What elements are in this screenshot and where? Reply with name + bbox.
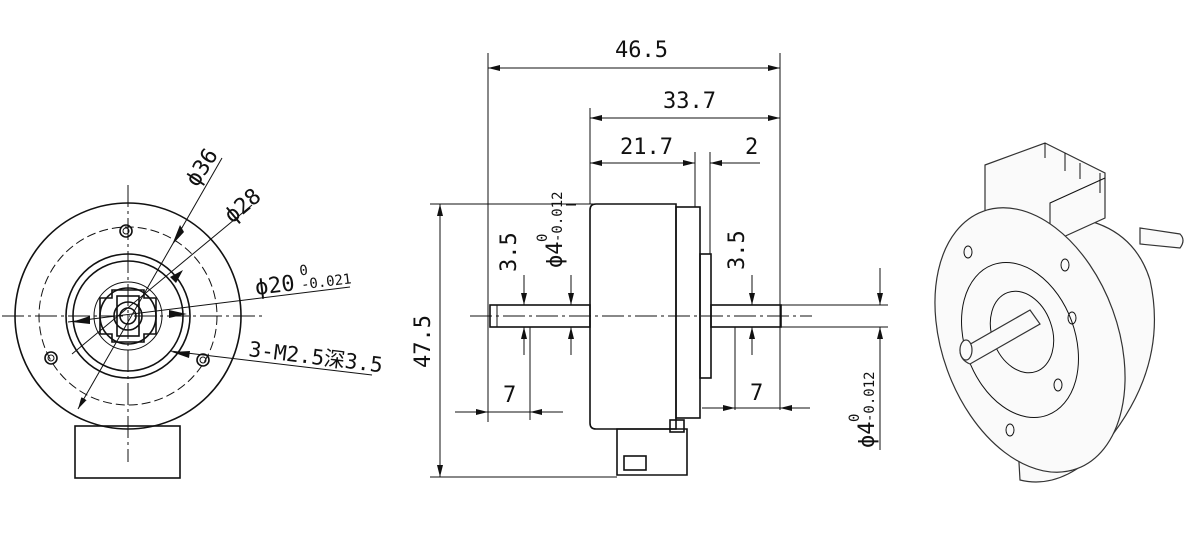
dim-front-phi20: ϕ20	[254, 271, 297, 301]
iso-hole-3	[1005, 423, 1015, 437]
isometric-view	[934, 142, 1184, 483]
side-view: 46.5 33.7 21.7 2 47.5 3.5 3.5 7 7 ϕ4 0 -…	[411, 38, 888, 478]
dim-shaft-dia-2-upper: 0	[847, 414, 863, 422]
iso-front-face	[934, 207, 1126, 473]
dim-overall-length: 46.5	[615, 38, 668, 63]
dim-shaft-offset-left: 3.5	[497, 232, 522, 272]
bolt-circle	[38, 226, 218, 406]
outer-housing-circle	[14, 202, 242, 430]
dim-height: 47.5	[411, 315, 436, 368]
thread-hole-left	[44, 351, 58, 365]
dim-flange-thk: 2	[745, 135, 758, 160]
iso-hole-1	[963, 245, 973, 259]
side-connector	[616, 428, 688, 476]
dim-shaft-dia-upper: 0	[535, 234, 551, 242]
dim-shaft-dia-lower: -0.012	[550, 191, 566, 242]
front-view: ϕ36 ϕ28 ϕ20 0 -0.021 3-M2.5深3.5	[2, 144, 384, 479]
dim-body-part: 21.7	[620, 135, 673, 160]
dim-shaft-dia-2-lower: -0.012	[862, 371, 878, 422]
dim-front-phi20-lower: -0.021	[300, 271, 352, 293]
motor-flange	[675, 206, 701, 419]
boss-outer	[65, 253, 191, 379]
dim-shaft-len-left: 7	[503, 383, 516, 408]
dim-shaft-dia-2: ϕ4	[855, 422, 880, 449]
connector-block	[74, 425, 181, 479]
hub-cross	[99, 289, 157, 343]
dim-front-threads: 3-M2.5深3.5	[247, 337, 384, 377]
iso-hole-2	[1067, 311, 1077, 325]
iso-rear-shaft	[1139, 227, 1184, 249]
dim-shaft-len-right: 7	[750, 381, 763, 406]
dim-front-phi20-upper: 0	[298, 263, 308, 280]
dim-body-length: 33.7	[663, 89, 716, 114]
dim-front-phi28: ϕ28	[220, 184, 267, 229]
boss-inner	[72, 260, 184, 372]
motor-body	[589, 203, 677, 430]
bearing-ring	[93, 281, 163, 351]
thread-hole-top	[119, 224, 133, 238]
dim-front-phi36: ϕ36	[181, 144, 224, 191]
dim-shaft-offset-right: 3.5	[725, 230, 750, 270]
dim-shaft-dia: ϕ4	[543, 242, 568, 269]
thread-hole-right	[196, 353, 210, 367]
